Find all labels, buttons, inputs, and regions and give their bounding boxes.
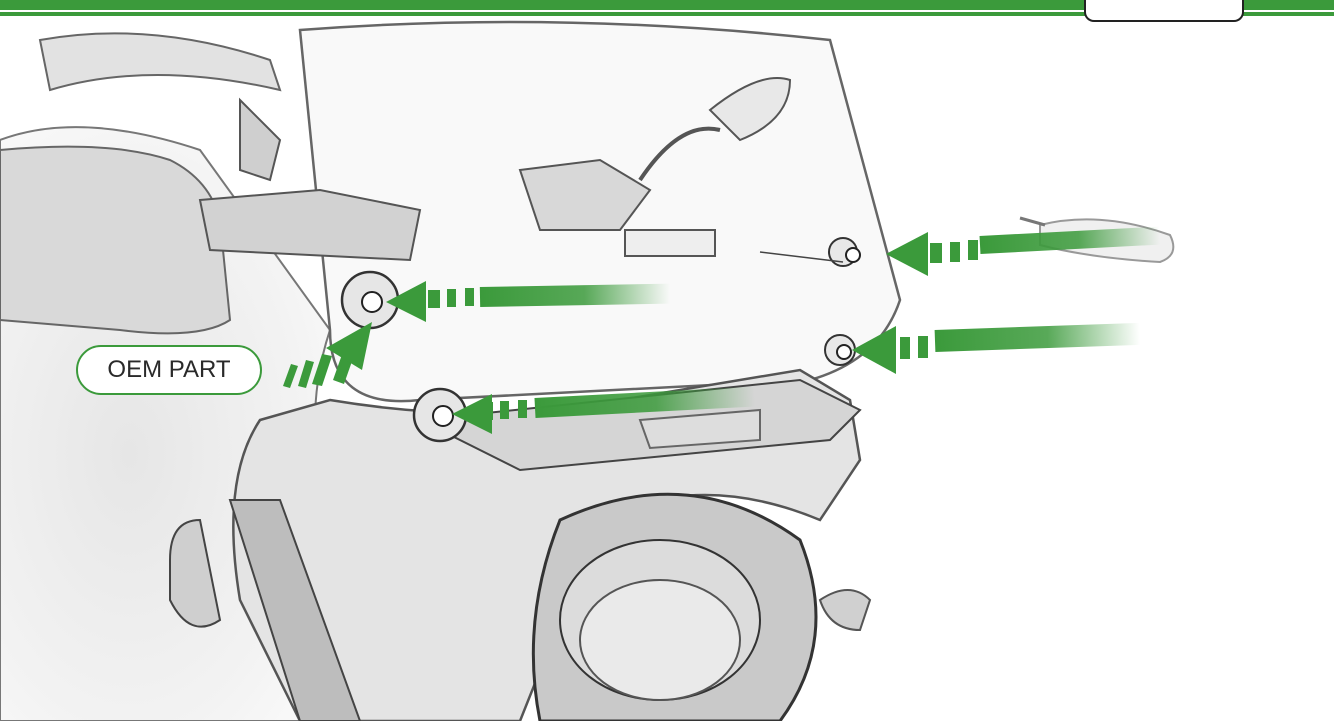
bolt-icon xyxy=(825,335,855,365)
oem-part-text: OEM PART xyxy=(107,356,230,383)
screw-icon xyxy=(342,272,398,328)
arrow-middle-right xyxy=(852,323,1140,374)
oem-part-label: OEM PART xyxy=(76,345,262,395)
step-badge xyxy=(1084,0,1244,22)
